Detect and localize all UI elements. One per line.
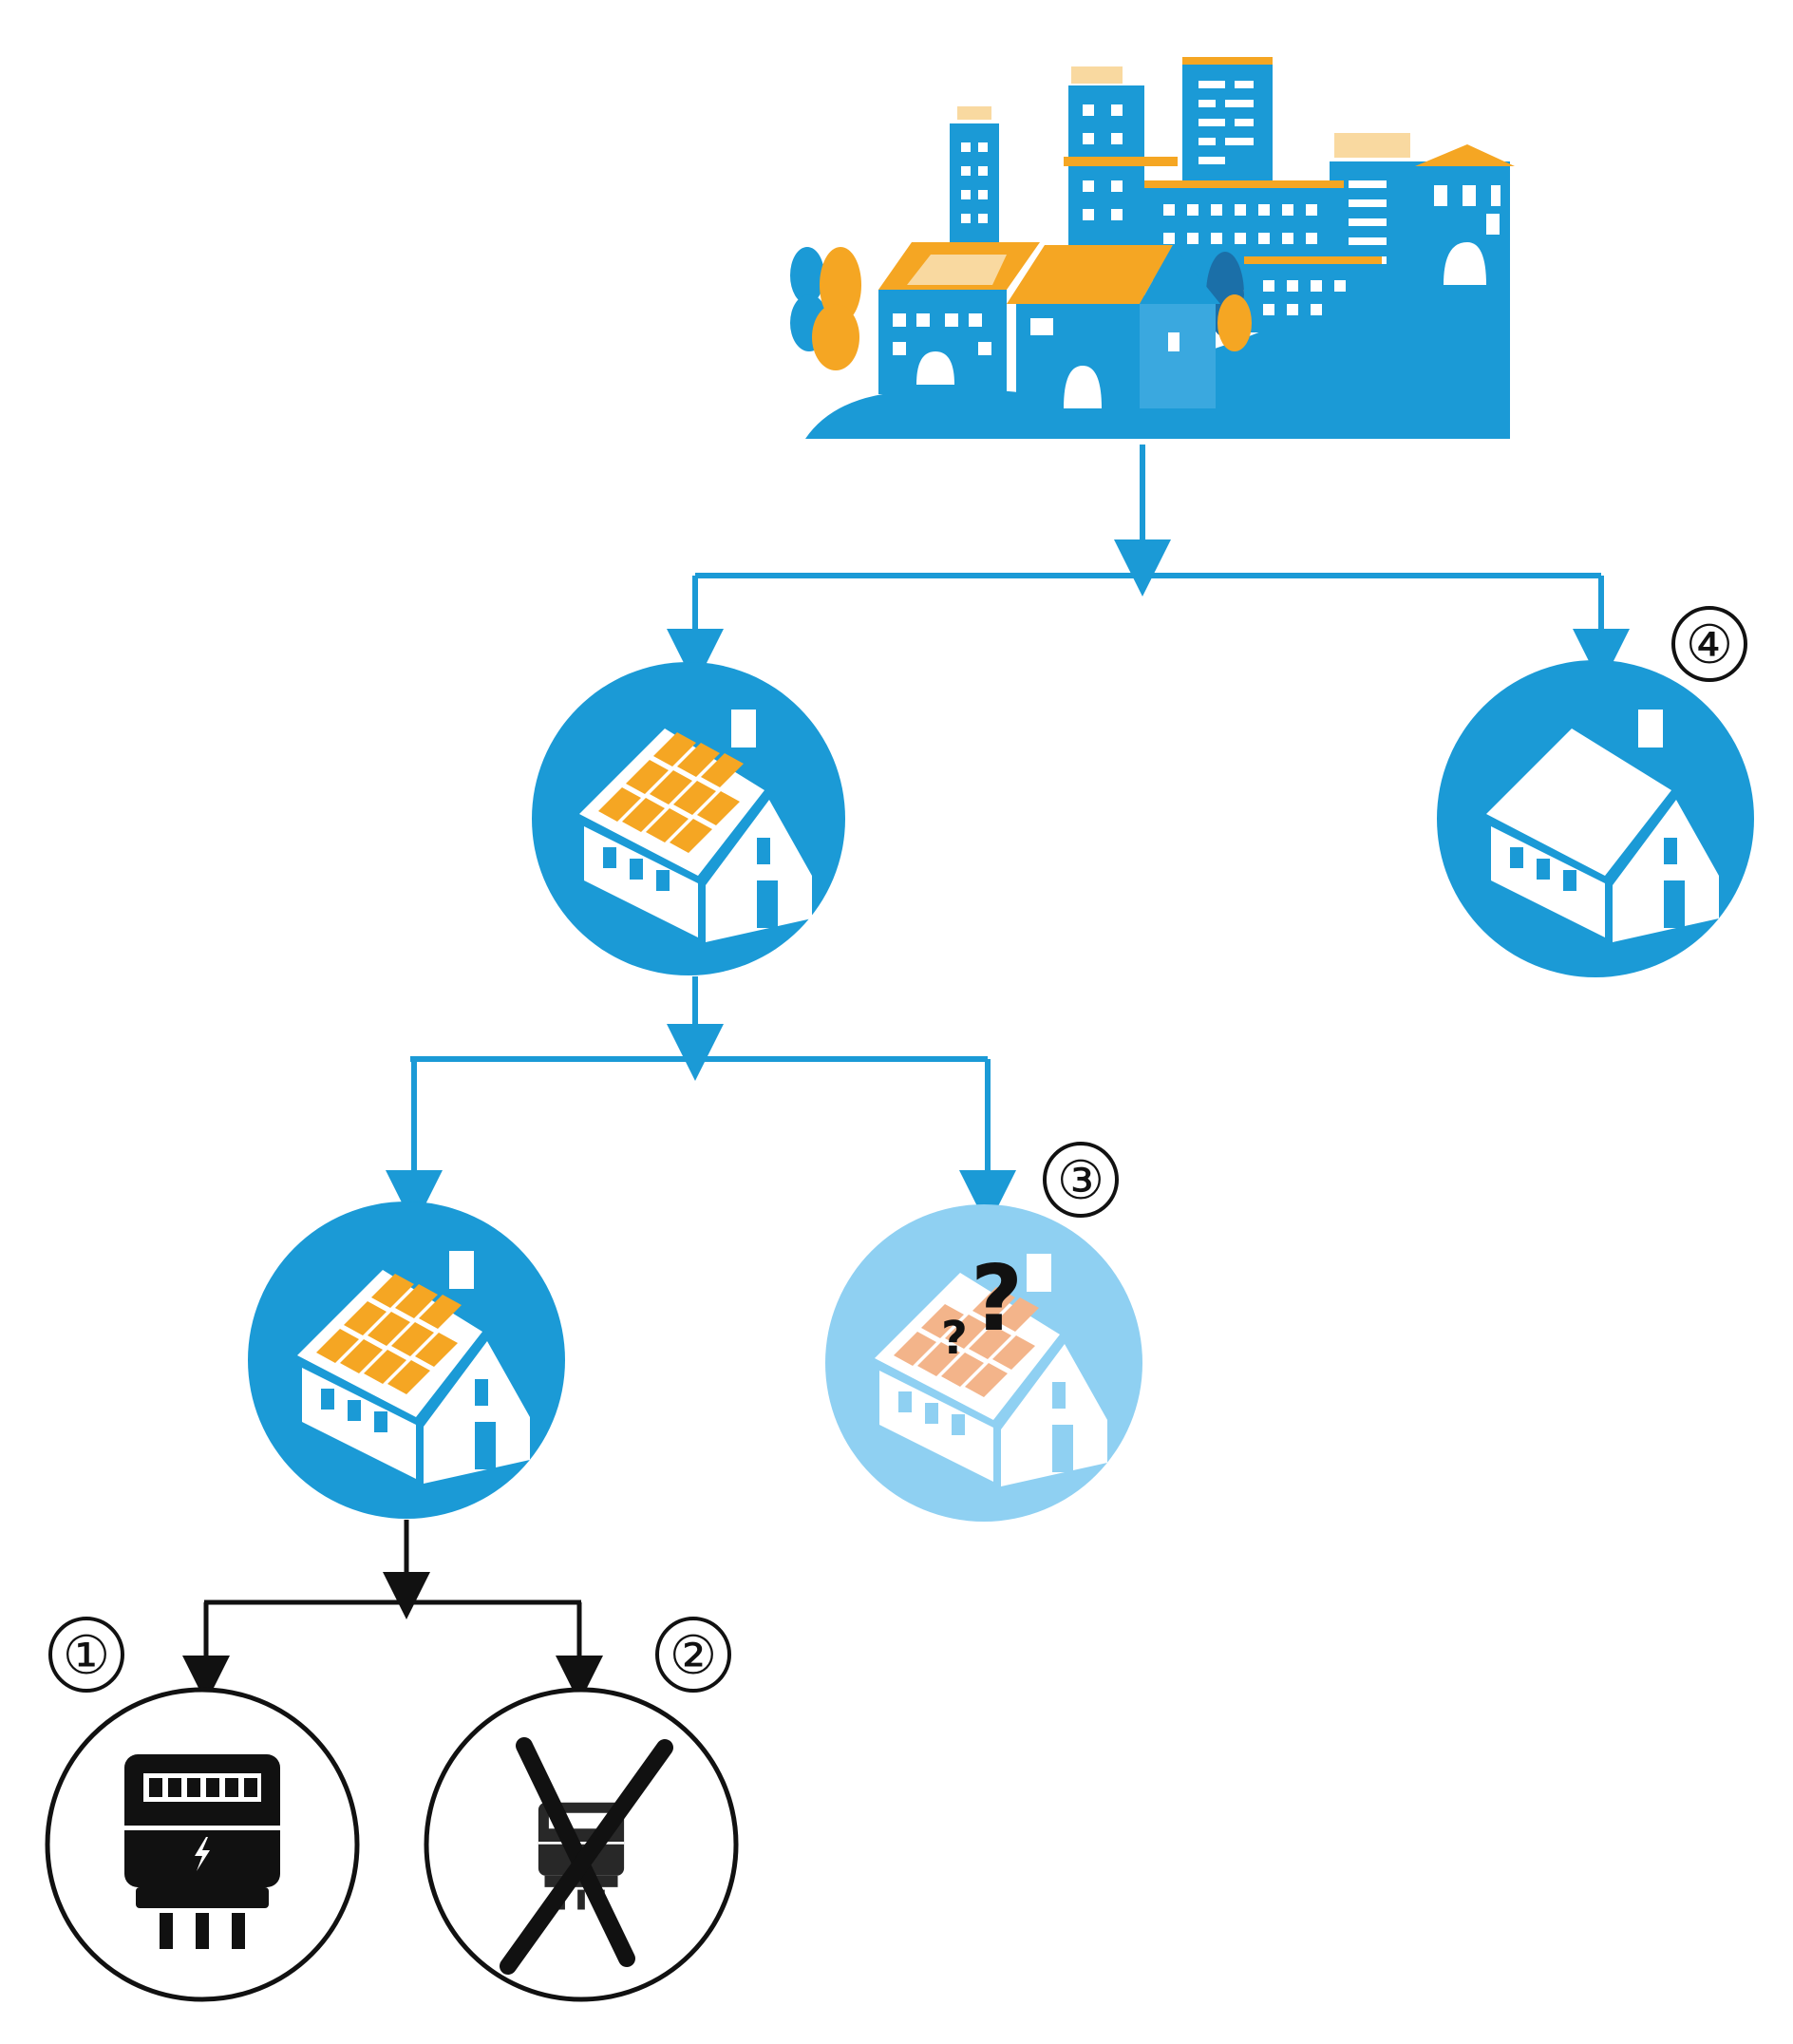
- level3-connectors: [182, 1520, 603, 1703]
- unknown-pv-house-node: ? ?: [825, 1204, 1142, 1522]
- label-4-text: ④: [1686, 615, 1733, 676]
- level2-connectors: [386, 976, 1016, 1227]
- no-meter-node: [424, 1687, 739, 2002]
- label-3-text: ③: [1057, 1150, 1104, 1212]
- cross-out-icon: [500, 1737, 673, 1975]
- label-2-text: ②: [670, 1625, 717, 1687]
- label-1: ①: [48, 1617, 124, 1693]
- question-mark-large-icon: ?: [971, 1247, 1023, 1352]
- plain-house-node: [1437, 660, 1754, 977]
- question-mark-small-icon: ?: [941, 1312, 968, 1365]
- label-1-text: ①: [63, 1625, 110, 1687]
- pv-house-node-level1: [532, 662, 845, 975]
- label-4: ④: [1671, 606, 1747, 682]
- root-connectors: [667, 445, 1630, 686]
- city-with-solar-icon: [790, 57, 1515, 439]
- label-2: ②: [655, 1617, 731, 1693]
- pv-house-node-level2: [248, 1202, 565, 1519]
- label-3: ③: [1043, 1142, 1119, 1218]
- meter-node: [45, 1687, 360, 2002]
